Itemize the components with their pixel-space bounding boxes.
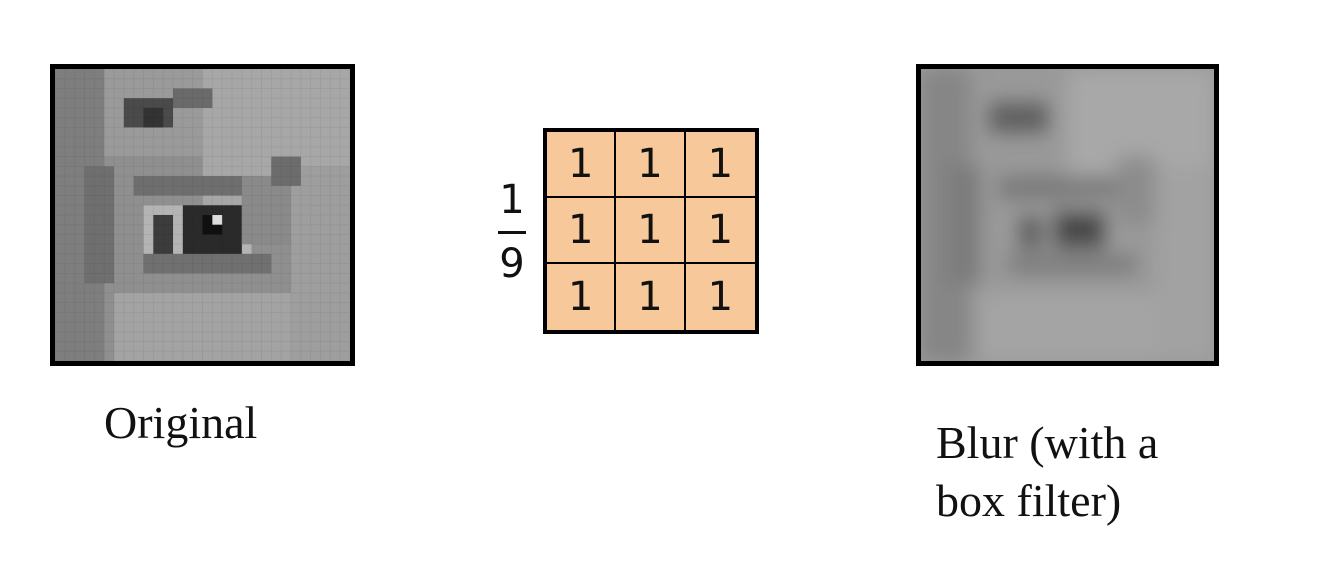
blurred-caption-line: box filter): [936, 475, 1122, 526]
kernel-cell: 1: [616, 264, 686, 330]
kernel-cell: 1: [547, 264, 617, 330]
kernel-cell: 1: [685, 198, 755, 264]
fraction-numerator: 1: [499, 177, 525, 223]
blurred-image: [916, 64, 1219, 366]
fraction-denominator: 9: [499, 241, 525, 287]
original-image: [50, 64, 355, 366]
original-eye-image: [55, 69, 350, 361]
kernel-cell: 1: [616, 132, 686, 198]
scale-fraction: 1 9: [490, 178, 534, 290]
kernel-cell: 1: [547, 198, 617, 264]
kernel-cell: 1: [547, 132, 617, 198]
kernel-cell: 1: [685, 132, 755, 198]
kernel-cell: 1: [685, 264, 755, 330]
blurred-caption-line: Blur (with a: [936, 417, 1159, 468]
box-filter-kernel: 1 1 1 1 1 1 1 1 1: [543, 128, 759, 334]
blurred-eye-image: [921, 69, 1214, 361]
blurred-caption: Blur (with a box filter): [936, 414, 1158, 530]
kernel-cell: 1: [616, 198, 686, 264]
original-caption: Original: [104, 397, 258, 448]
fraction-bar: [498, 231, 526, 234]
